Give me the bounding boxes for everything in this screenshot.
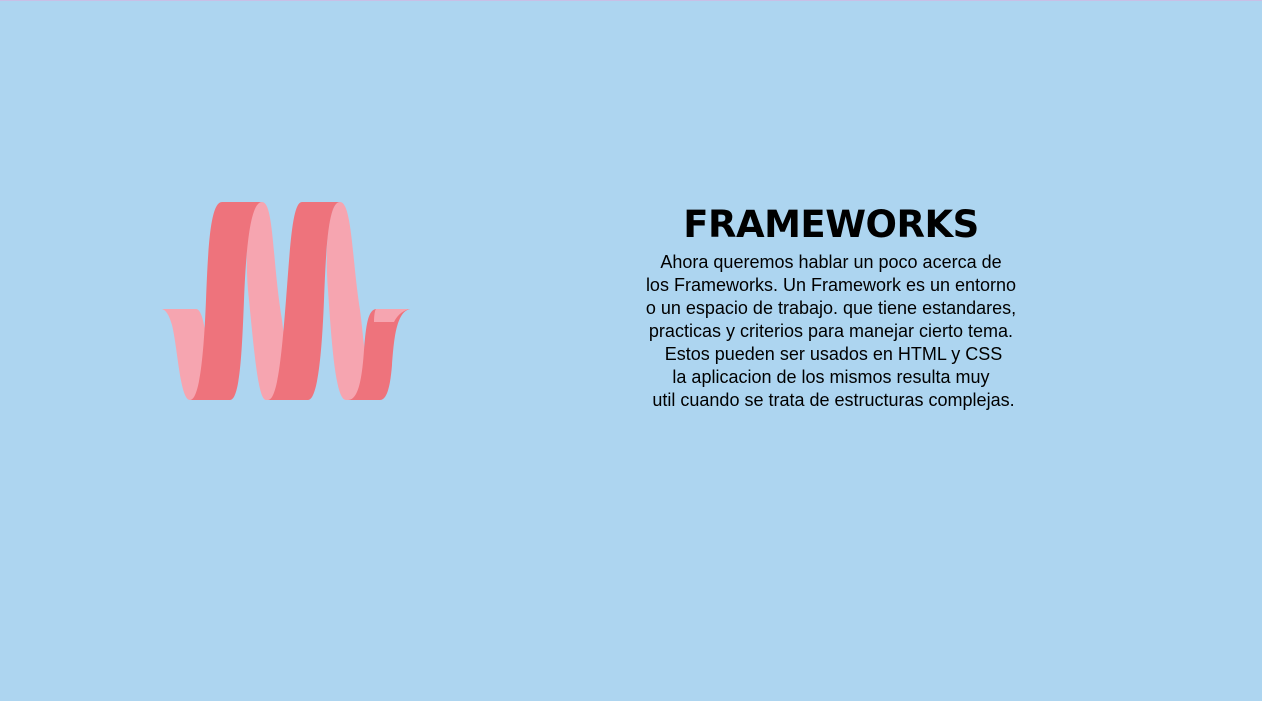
- ribbon-light-face-2: [246, 202, 306, 400]
- ribbon-dark-face-2: [268, 202, 340, 400]
- paragraph-line: o un espacio de trabajo. que tiene estan…: [645, 298, 1017, 318]
- frameworks-section: FRAMEWORKS Ahora queremos hablar un poco…: [600, 203, 1062, 412]
- section-paragraph: Ahora queremos hablar un poco acerca de …: [600, 251, 1062, 412]
- ribbon-dark-face-3: [348, 309, 410, 400]
- ribbon-dark-face-1: [190, 202, 262, 400]
- paragraph-line: los Frameworks. Un Framework es un entor…: [645, 275, 1017, 295]
- ribbon-light-face-1: [162, 309, 209, 400]
- paragraph-line: Estos pueden ser usados en HTML y CSS: [659, 344, 1003, 364]
- ribbon-light-tail: [374, 309, 410, 322]
- paragraph-line: util cuando se trata de estructuras comp…: [647, 390, 1015, 410]
- section-title: FRAMEWORKS: [683, 203, 979, 246]
- ribbon-wave-logo-icon: [162, 202, 410, 400]
- paragraph-line: Ahora queremos hablar un poco acerca de: [660, 252, 1002, 272]
- ribbon-light-face-3: [326, 202, 376, 400]
- paragraph-line: practicas y criterios para manejar ciert…: [648, 321, 1014, 341]
- paragraph-line: la aplicacion de los mismos resulta muy: [672, 367, 990, 387]
